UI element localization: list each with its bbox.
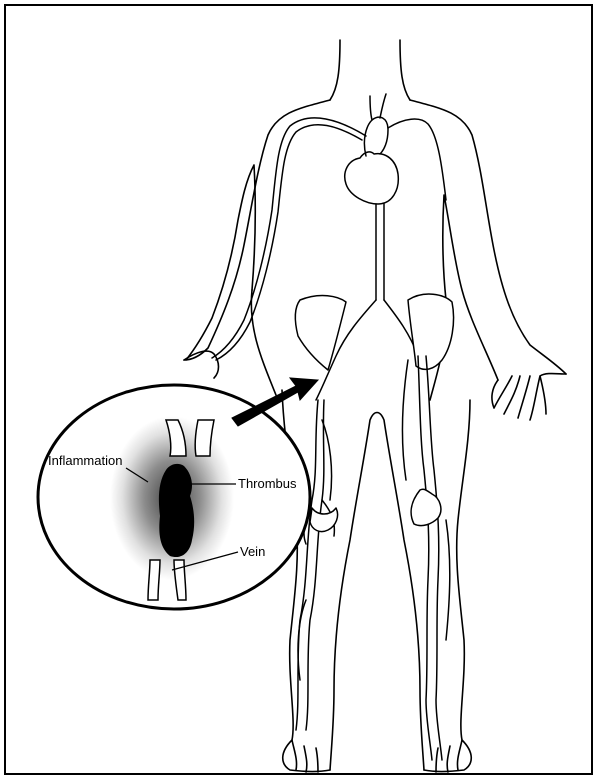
label-thrombus: Thrombus — [238, 476, 297, 491]
inset-magnification — [38, 385, 310, 609]
pelvis-left — [295, 296, 346, 370]
heart — [345, 152, 399, 204]
thrombus — [159, 464, 194, 557]
label-vein: Vein — [240, 544, 265, 559]
pelvis-right — [408, 294, 454, 369]
label-inflammation: Inflammation — [48, 453, 122, 468]
